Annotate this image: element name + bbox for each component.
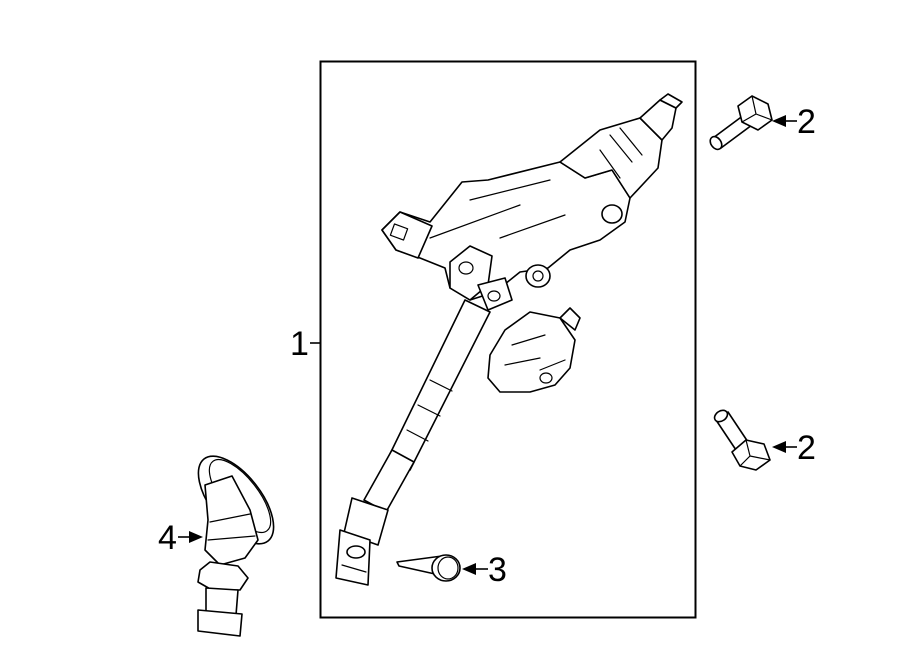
steering-column bbox=[335, 93, 683, 586]
callout-4-label: 4 bbox=[158, 519, 177, 557]
callout-3-label: 3 bbox=[488, 551, 507, 589]
pin bbox=[396, 554, 461, 582]
callout-2-lower-label: 2 bbox=[797, 429, 816, 467]
callout-1-label: 1 bbox=[290, 325, 309, 363]
bolt-upper bbox=[709, 95, 773, 151]
bolt-lower bbox=[713, 409, 771, 471]
assembly-frame bbox=[319, 60, 697, 619]
callout-2-upper-label: 2 bbox=[797, 103, 816, 141]
boot bbox=[197, 455, 275, 637]
ignition-housing bbox=[487, 307, 581, 393]
